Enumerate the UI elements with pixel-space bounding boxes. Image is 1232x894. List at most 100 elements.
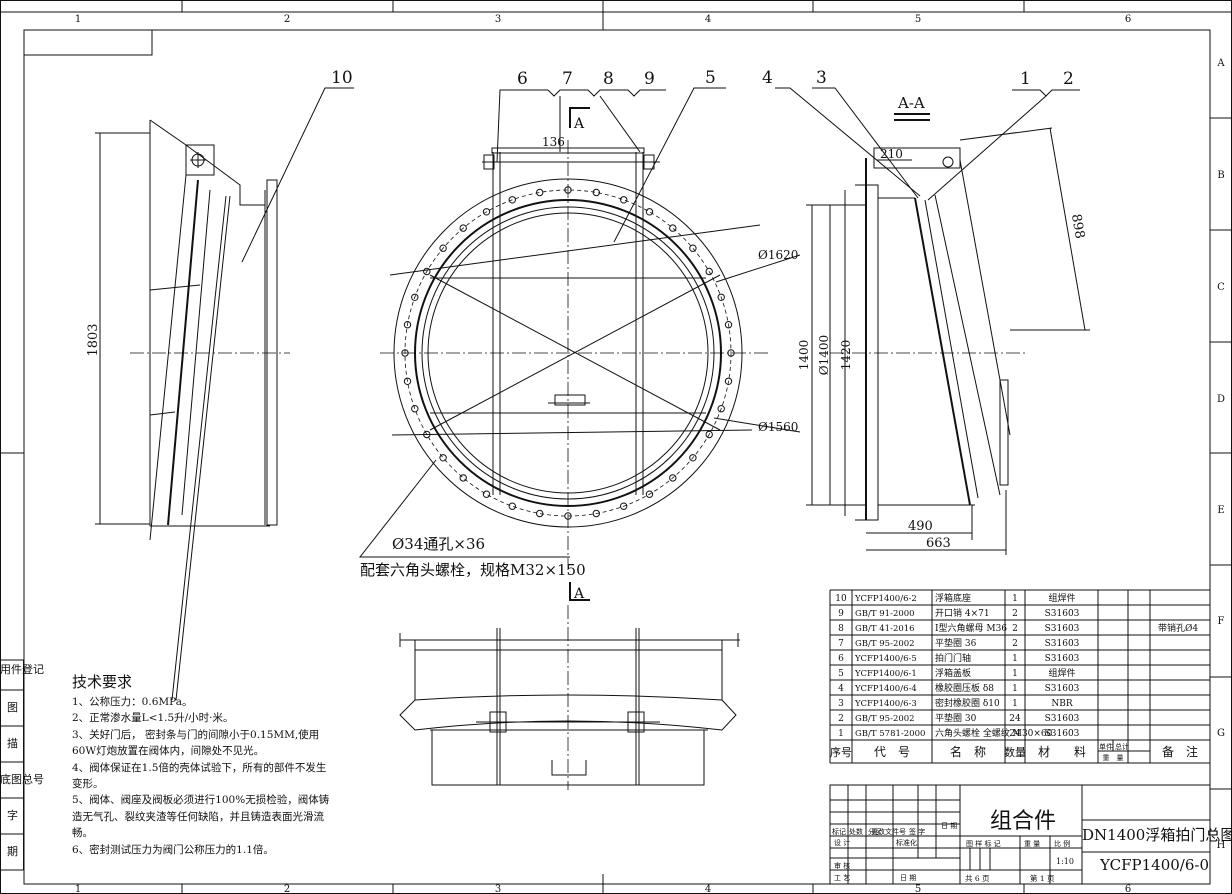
col-label-bottom: 5 xyxy=(915,884,921,894)
bom-item-code: GB/T 95-2002 xyxy=(855,639,915,649)
lbl-weight: 重 量 xyxy=(1024,840,1040,848)
technical-requirements: 技术要求 1、公称压力：0.6MPa。 2、正常渗水量L<1.5升/小时·米。 … xyxy=(72,672,372,858)
bom-item-qty: 1 xyxy=(1012,699,1018,709)
bolt-hole xyxy=(705,267,713,276)
bom-header-total: 总计 xyxy=(1115,742,1129,751)
stamp-label: 字 xyxy=(7,808,18,822)
bom-item-name: 平垫圈 36 xyxy=(935,637,977,649)
lbl-check: 审 核 xyxy=(834,861,850,870)
section-mark-a-top: A xyxy=(573,116,585,132)
callout-5: 5 xyxy=(705,68,716,88)
tech-line: 2、正常渗水量L<1.5升/小时·米。 xyxy=(72,712,234,725)
bom-item-qty: 2 xyxy=(1012,609,1018,619)
bom-item-material: NBR xyxy=(1051,699,1072,709)
tech-line: 1、公称压力：0.6MPa。 xyxy=(72,696,193,708)
bom-item-no: 8 xyxy=(838,624,844,634)
dim-1803: 1803 xyxy=(86,323,101,356)
bom-header-note: 备 注 xyxy=(1162,744,1198,759)
bolt-hole xyxy=(669,224,677,232)
lbl-standardization: 标准化 xyxy=(896,838,917,847)
bom-item-qty: 24 xyxy=(1009,729,1021,739)
callout-1: 1 xyxy=(1020,69,1031,89)
bom-item-no: 5 xyxy=(838,669,844,679)
row-label: E xyxy=(1217,505,1224,516)
bom-header-qty: 数量 xyxy=(1004,746,1026,759)
stamp-label: 描 xyxy=(7,736,18,750)
bottom-view xyxy=(399,605,740,790)
bom-item-material: S31603 xyxy=(1045,639,1080,649)
drawing-title: DN1400浮箱拍门总图 xyxy=(1082,826,1232,844)
bom-item-name: 平垫圈 30 xyxy=(935,712,977,724)
callout-2: 2 xyxy=(1063,69,1074,89)
bolt-hole xyxy=(508,502,516,510)
bom-item-code: GB/T 91-2000 xyxy=(855,609,915,619)
bom-header-weight: 重 量 xyxy=(1103,754,1124,762)
bom-item-no: 10 xyxy=(835,594,847,604)
bom-item-name: I型六角螺母 M36 xyxy=(935,622,1007,634)
section-a-a: A-A 210 898 1400 Ø1400 1420 xyxy=(762,68,1090,555)
lbl-mark: 标记 xyxy=(832,827,846,836)
dim-210: 210 xyxy=(880,147,903,161)
bolt-hole xyxy=(724,321,733,329)
holes-note: Ø34通孔×36 xyxy=(392,535,485,553)
bom-item-name: 浮箱盖板 xyxy=(935,667,971,679)
bolt-hole xyxy=(411,293,419,301)
bom-item-material: 组焊件 xyxy=(1048,592,1075,604)
callout-7: 7 xyxy=(562,69,573,89)
lbl-count: 处数 xyxy=(849,827,863,836)
drawing-number: YCFP1400/6-0 xyxy=(1099,856,1209,874)
dim-1400: 1400 xyxy=(797,340,811,371)
dim-898: 898 xyxy=(1068,213,1087,240)
col-label-bottom: 4 xyxy=(705,884,711,894)
tech-line: 造无气孔、裂纹夹渣等任何缺陷，并且铸造表面光滑流 xyxy=(72,810,324,823)
col-label-bottom: 3 xyxy=(495,884,501,894)
bom-item-material: S31603 xyxy=(1045,729,1080,739)
bom-item-material: S31603 xyxy=(1045,714,1080,724)
bom-item-code: GB/T 5781-2000 xyxy=(855,729,925,739)
bom-item-code: GB/T 41-2016 xyxy=(855,624,915,634)
bom-item-material: S31603 xyxy=(1045,684,1080,694)
dim-phi1560: Ø1560 xyxy=(758,420,798,434)
column-labels: 1 2 3 4 5 6 1 2 3 4 5 6 xyxy=(75,14,1131,894)
tech-line: 畅。 xyxy=(72,827,93,840)
bolt-hole xyxy=(482,208,491,216)
stamp-label: 底图总号 xyxy=(0,772,44,786)
bom-item-name: 拍门门轴 xyxy=(935,652,971,664)
col-label-bottom: 2 xyxy=(284,884,290,894)
lbl-sign: 签 字 xyxy=(909,827,925,836)
bolt-hole xyxy=(403,321,412,329)
dim-490: 490 xyxy=(908,519,933,534)
bom-header-unit: 单件 xyxy=(1099,742,1113,751)
col-label: 1 xyxy=(75,14,81,25)
bom-item-no: 1 xyxy=(838,729,844,739)
row-label: C xyxy=(1217,282,1225,293)
bom-item-name: 六角头螺栓 全螺纹 M30×60 xyxy=(935,727,1053,739)
bom-header-code: 代 号 xyxy=(874,745,910,759)
bom-item-code: YCFP1400/6-2 xyxy=(854,594,917,604)
callout-10: 10 xyxy=(331,68,353,88)
bom-item-name: 浮箱底座 xyxy=(935,592,971,604)
bolt-hole xyxy=(669,474,677,482)
bolt-hole xyxy=(717,405,725,413)
bolt-hole xyxy=(536,188,544,197)
callout-8: 8 xyxy=(603,69,614,89)
sheet-count: 共 6 页 xyxy=(965,874,990,883)
bolt-hole xyxy=(423,267,431,276)
tech-line: 6、密封测试压力为阀门公称压力的1.1倍。 xyxy=(72,843,274,856)
bom-item-code: YCFP1400/6-1 xyxy=(854,669,917,679)
bom-item-qty: 1 xyxy=(1012,669,1018,679)
bom-item-qty: 1 xyxy=(1012,654,1018,664)
title-block: 组合件 DN1400浮箱拍门总图 YCFP1400/6-0 1:10 共 6 页… xyxy=(829,784,1232,885)
bolt-hole xyxy=(508,196,516,204)
bom-header-no: 序号 xyxy=(830,745,852,759)
row-label: F xyxy=(1218,616,1225,627)
group-title: 组合件 xyxy=(990,809,1056,834)
tech-line: 60W灯炮放置在阀体内，间隙处不见光。 xyxy=(72,745,265,758)
bolt-holes xyxy=(401,186,735,520)
bolt-hole xyxy=(482,490,491,498)
stamp-label: 用件登记 xyxy=(0,662,44,676)
dim-phi1400: Ø1400 xyxy=(817,335,831,375)
bolt-hole xyxy=(459,474,467,482)
callout-3: 3 xyxy=(816,68,827,88)
